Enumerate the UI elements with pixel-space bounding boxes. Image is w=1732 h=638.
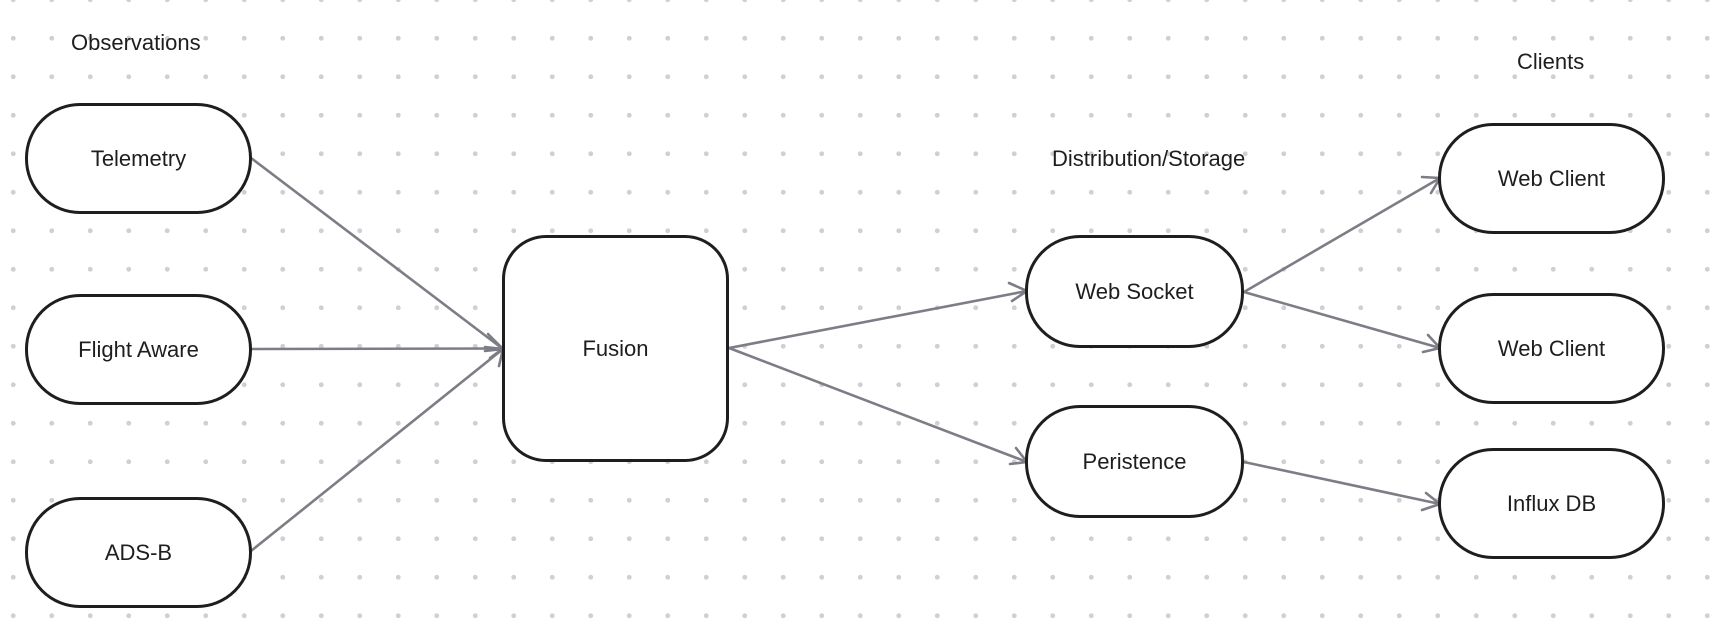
node-label: Telemetry: [90, 145, 187, 171]
edge-web-socket-web-client-1: [1242, 175, 1442, 294]
edge-fusion-web-socket: [727, 281, 1029, 350]
node-fusion[interactable]: Fusion: [502, 235, 729, 462]
node-web-socket[interactable]: Web Socket: [1025, 235, 1244, 348]
node-telemetry[interactable]: Telemetry: [25, 103, 252, 214]
node-influx-db[interactable]: Influx DB: [1438, 448, 1665, 559]
node-label: Fusion: [582, 335, 649, 361]
node-label: Peristence: [1082, 448, 1187, 474]
node-label: Flight Aware: [78, 336, 199, 362]
edge-ads-b-fusion: [249, 347, 505, 553]
node-flight-aware[interactable]: Flight Aware: [25, 294, 252, 405]
node-label: ADS-B: [104, 539, 173, 565]
node-web-client-2[interactable]: Web Client: [1438, 293, 1665, 404]
node-peristence[interactable]: Peristence: [1025, 405, 1244, 518]
edge-fusion-peristence: [727, 346, 1029, 466]
edge-web-socket-web-client-2: [1242, 290, 1442, 354]
group-label-clients: Clients: [1517, 49, 1585, 74]
edge-flight-aware-fusion: [249, 337, 505, 360]
node-label: Web Client: [1497, 165, 1606, 191]
group-label-distribution-storage: Distribution/Storage: [1052, 146, 1246, 171]
node-web-client-1[interactable]: Web Client: [1438, 123, 1665, 234]
node-label: Web Client: [1497, 335, 1606, 361]
node-ads-b[interactable]: ADS-B: [25, 497, 252, 608]
node-label: Web Socket: [1075, 278, 1194, 304]
node-label: Influx DB: [1506, 490, 1597, 516]
edge-telemetry-fusion: [249, 156, 505, 351]
group-label-observations: Observations: [71, 30, 201, 55]
edge-peristence-influx-db: [1242, 460, 1442, 512]
